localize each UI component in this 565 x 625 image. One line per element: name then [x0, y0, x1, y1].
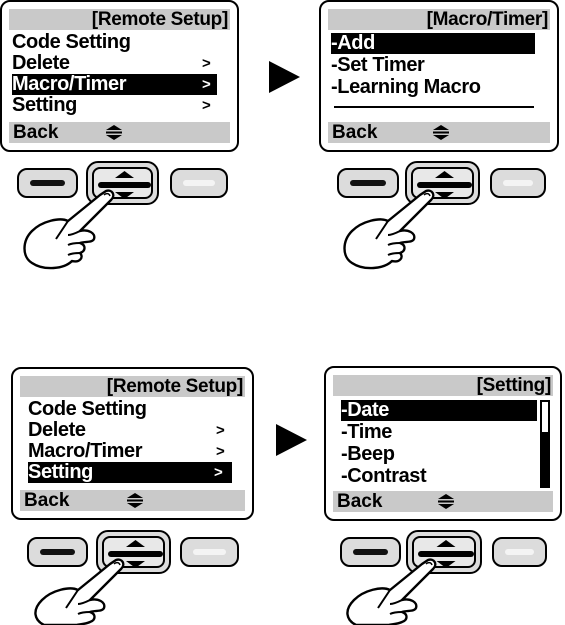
header-bar: [Remote Setup]	[9, 9, 230, 30]
lcd-display: [Remote Setup] Code Setting Delete > Macr…	[9, 9, 230, 143]
menu-item-code-setting[interactable]: Code Setting	[28, 399, 243, 420]
lcd-screen-setting: [Setting] -Date -Time -Beep -Contrast Ba…	[324, 366, 562, 521]
menu-item-add-selected[interactable]: -Add	[331, 33, 535, 54]
menu-item-setting-selected[interactable]: Setting >	[28, 462, 232, 483]
up-down-arrow-icon	[106, 125, 122, 140]
chevron-right-icon: >	[202, 74, 210, 95]
chevron-right-icon: >	[202, 95, 210, 116]
menu-item-learning-macro[interactable]: -Learning Macro	[331, 77, 541, 98]
menu-item-label: Setting	[12, 94, 77, 116]
menu-item-label: -Set Timer	[331, 54, 424, 76]
lcd-display: [Remote Setup] Code Setting Delete > Macr…	[20, 376, 245, 511]
button-bar	[193, 549, 226, 555]
menu-item-label: -Beep	[341, 443, 395, 465]
header-title: [Remote Setup]	[107, 376, 243, 397]
right-soft-button[interactable]	[490, 168, 546, 198]
button-bar	[183, 180, 215, 186]
footer-bar: Back	[9, 122, 230, 143]
menu-item-label: Code Setting	[12, 31, 131, 53]
pointing-hand-icon	[20, 183, 120, 273]
menu-item-date-selected[interactable]: -Date	[341, 400, 537, 421]
button-bar	[505, 549, 534, 555]
right-soft-button[interactable]	[180, 537, 239, 567]
menu-item-delete[interactable]: Delete >	[28, 420, 240, 441]
menu-item-label: Delete	[28, 419, 86, 441]
pointing-hand-icon	[342, 552, 442, 625]
header-bar: [Macro/Timer]	[328, 9, 550, 30]
chevron-right-icon: >	[216, 420, 224, 441]
pointing-hand-icon	[340, 183, 440, 273]
right-soft-button[interactable]	[170, 168, 228, 198]
right-triangle-arrow-icon	[276, 424, 307, 456]
footer-bar: Back	[20, 490, 245, 511]
menu-item-setting[interactable]: Setting >	[12, 95, 222, 116]
scrollbar-thumb[interactable]	[542, 402, 548, 432]
header-title: [Remote Setup]	[92, 9, 228, 30]
footer-bar: Back	[328, 122, 550, 143]
chevron-right-icon: >	[214, 462, 222, 483]
chevron-right-icon: >	[216, 441, 224, 462]
menu-item-time[interactable]: -Time	[341, 422, 531, 443]
menu-item-label: Setting	[28, 461, 93, 483]
lcd-display: [Macro/Timer] -Add -Set Timer -Learning …	[328, 9, 550, 143]
pointing-hand-icon	[30, 552, 130, 625]
lcd-screen-remote-setup-1: [Remote Setup] Code Setting Delete > Macr…	[0, 0, 239, 152]
menu-item-label: -Add	[331, 32, 375, 54]
menu-item-macro-timer-selected[interactable]: Macro/Timer >	[12, 74, 217, 95]
up-down-arrow-icon	[438, 494, 454, 509]
button-bar	[503, 180, 533, 186]
right-triangle-arrow-icon	[269, 61, 300, 93]
lcd-screen-remote-setup-2: [Remote Setup] Code Setting Delete > Macr…	[11, 367, 254, 520]
menu-item-label: Delete	[12, 52, 70, 74]
up-down-arrow-icon	[433, 125, 449, 140]
menu-item-code-setting[interactable]: Code Setting	[12, 32, 222, 53]
back-label[interactable]: Back	[332, 122, 377, 143]
right-soft-button[interactable]	[492, 537, 547, 567]
header-title: [Setting]	[477, 375, 551, 396]
menu-item-macro-timer[interactable]: Macro/Timer >	[28, 441, 240, 462]
up-down-arrow-icon	[127, 493, 143, 508]
scrollbar[interactable]	[540, 400, 550, 488]
menu-item-label: -Time	[341, 421, 392, 443]
back-label[interactable]: Back	[13, 122, 58, 143]
menu-item-contrast[interactable]: -Contrast	[341, 466, 531, 487]
menu-item-label: Macro/Timer	[28, 440, 142, 462]
menu-item-label: -Date	[341, 399, 389, 421]
header-bar: [Setting]	[333, 375, 553, 396]
lcd-display: [Setting] -Date -Time -Beep -Contrast Ba…	[333, 375, 553, 512]
back-label[interactable]: Back	[24, 490, 69, 511]
menu-item-label: -Learning Macro	[331, 76, 481, 98]
footer-bar: Back	[333, 491, 553, 512]
header-bar: [Remote Setup]	[20, 376, 245, 397]
divider	[334, 106, 534, 108]
header-title: [Macro/Timer]	[427, 9, 548, 30]
menu-item-set-timer[interactable]: -Set Timer	[331, 55, 541, 76]
back-label[interactable]: Back	[337, 491, 382, 512]
menu-item-label: -Contrast	[341, 465, 426, 487]
chevron-right-icon: >	[202, 53, 210, 74]
lcd-screen-macro-timer: [Macro/Timer] -Add -Set Timer -Learning …	[319, 0, 559, 152]
menu-item-label: Macro/Timer	[12, 73, 126, 95]
menu-item-label: Code Setting	[28, 398, 147, 420]
menu-item-beep[interactable]: -Beep	[341, 444, 531, 465]
menu-item-delete[interactable]: Delete >	[12, 53, 222, 74]
